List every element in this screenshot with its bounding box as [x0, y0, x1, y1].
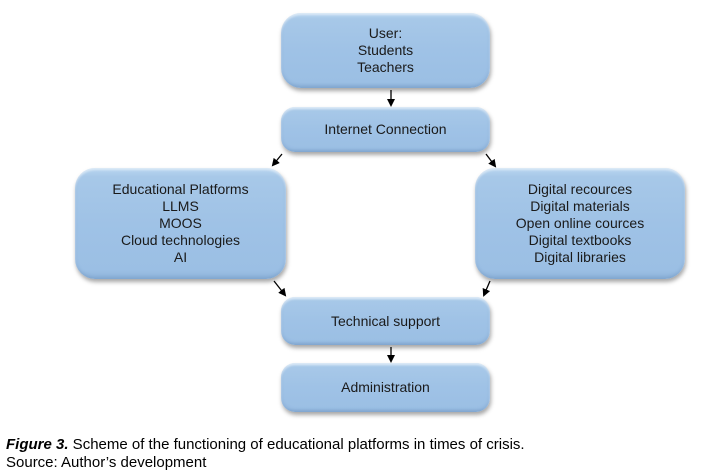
figure-caption: Figure 3. Scheme of the functioning of e…	[6, 436, 525, 472]
node-admin: Administration	[281, 363, 490, 412]
node-resources-line: Digital textbooks	[528, 232, 632, 248]
node-admin-label: Administration	[341, 379, 430, 395]
node-user: User: Students Teachers	[281, 13, 490, 88]
node-resources-line: Open online cources	[515, 215, 645, 231]
node-support-label: Technical support	[331, 312, 440, 329]
node-platforms-line: Cloud technologies	[120, 232, 241, 248]
node-user-line: User:	[368, 25, 403, 41]
node-resources-line: Digital libraries	[534, 249, 626, 265]
node-internet-label: Internet Connection	[324, 121, 447, 137]
caption-source: Source: Author’s development	[6, 454, 207, 471]
arrow-internet-to-resources	[485, 153, 497, 168]
node-platforms-line: MOOS	[159, 215, 202, 231]
node-platforms-line: LLMS	[162, 198, 199, 214]
node-user-line: Teachers	[357, 59, 414, 75]
node-resources-line: Digital recources	[527, 181, 633, 197]
node-platforms-line: Educational Platforms	[112, 181, 249, 197]
node-platforms-line: AI	[173, 249, 188, 265]
arrow-platforms-to-support	[273, 280, 287, 297]
node-resources: Digital recources Digital materials Open…	[475, 168, 685, 279]
node-resources-line: Digital materials	[530, 198, 630, 214]
node-support: Technical support	[281, 297, 490, 345]
node-internet: Internet Connection	[281, 107, 490, 152]
arrow-resources-to-support	[482, 280, 491, 297]
node-user-line: Students	[357, 42, 414, 58]
node-platforms: Educational Platforms LLMS MOOS Cloud te…	[75, 168, 286, 279]
caption-text: Scheme of the functioning of educational…	[68, 436, 525, 453]
arrow-internet-to-platforms	[271, 153, 283, 167]
caption-label: Figure 3.	[6, 436, 69, 453]
